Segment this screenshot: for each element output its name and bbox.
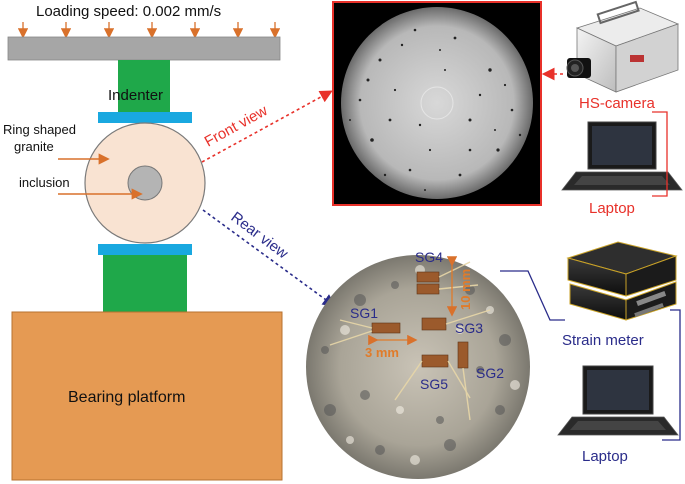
gauge-sg3-label: SG3	[455, 320, 483, 336]
rear-granite-image	[306, 255, 530, 479]
gauge-sg3-body	[421, 317, 447, 331]
rear-view-arrow	[202, 209, 336, 307]
gauge-sg5-body	[421, 354, 449, 368]
bearing-platform-label: Bearing platform	[68, 389, 185, 406]
gauge-sg5-label: SG5	[420, 376, 448, 392]
hs-camera-label: HS-camera	[579, 95, 656, 112]
ring-label-line1: Ring shaped	[3, 122, 76, 137]
indenter-label: Indenter	[108, 87, 163, 104]
gauge-sg2-label: SG2	[476, 365, 504, 381]
hs-camera-icon	[566, 0, 680, 93]
front-view-arrow	[201, 90, 333, 163]
laptop-bottom-label: Laptop	[582, 448, 628, 465]
gauge-sg4-body-b	[416, 283, 440, 295]
strainmeter-laptop-cable	[662, 309, 681, 441]
ring-label-line2: granite	[14, 139, 54, 154]
inclusion-label: inclusion	[19, 175, 70, 190]
strain-meter-label: Strain meter	[562, 332, 644, 349]
gauge-sg4-label: SG4	[415, 249, 443, 265]
strain-meter-icon	[566, 241, 678, 321]
dim-3mm-label: 3 mm	[365, 345, 399, 360]
camera-laptop-cable	[652, 111, 668, 197]
loading-speed-text: Loading speed: 0.002 mm/s	[36, 3, 221, 20]
laptop-top-label: Laptop	[589, 200, 635, 217]
dim-10mm-label: 10 mm	[458, 269, 473, 310]
lower-plate	[98, 244, 192, 255]
gauge-strainmeter-cable	[500, 270, 565, 321]
upper-indenter	[118, 60, 170, 112]
gauge-sg1-label: SG1	[350, 305, 378, 321]
load-arrows	[17, 22, 281, 39]
lower-indenter	[103, 255, 187, 312]
loading-bar	[7, 36, 281, 61]
gauge-sg2-body	[457, 341, 469, 369]
inclusion-core	[127, 165, 163, 201]
bearing-platform	[11, 311, 283, 481]
front-speckle-image	[332, 1, 542, 206]
laptop-top-icon	[561, 121, 683, 191]
laptop-bottom-icon	[557, 365, 679, 436]
gauge-sg4-body-a	[416, 271, 440, 283]
upper-plate	[98, 112, 192, 123]
gauge-sg1-body	[371, 322, 401, 334]
